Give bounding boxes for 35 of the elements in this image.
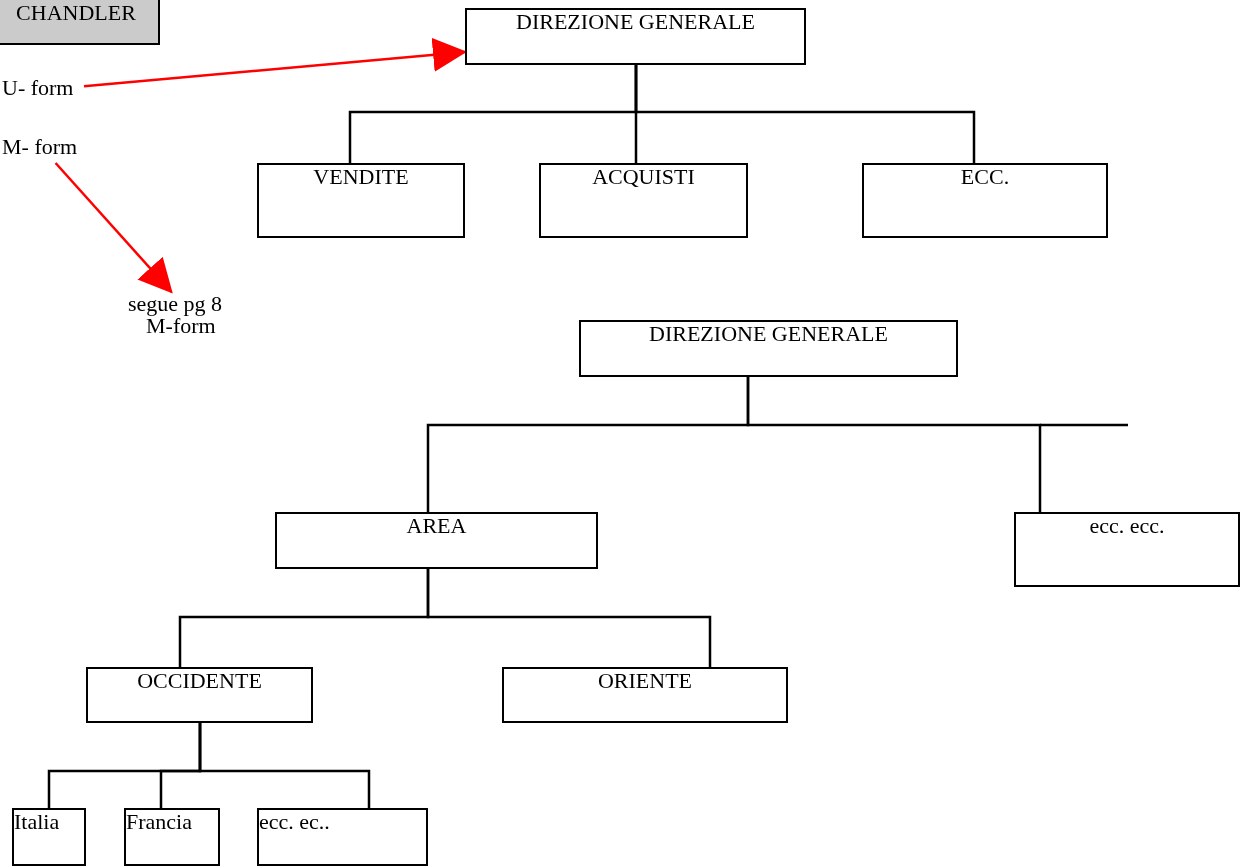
box-label: DIREZIONE GENERALE: [648, 322, 889, 346]
connector-line: [198, 723, 371, 808]
text-label: U- form: [2, 76, 75, 100]
connector-line: [426, 569, 712, 667]
box-label: ecc. ecc.: [1088, 514, 1166, 538]
arrow: [54, 162, 173, 294]
org-box: [0, 0, 160, 45]
box-label: CHANDLER: [15, 1, 137, 25]
org-box: [539, 163, 748, 238]
org-box: [86, 667, 313, 723]
org-box: [579, 320, 958, 377]
box-label: ORIENTE: [596, 669, 694, 693]
text-label: segue pg 8: [128, 292, 224, 316]
org-box: [124, 808, 220, 866]
box-label: ECC.: [959, 165, 1011, 189]
box-label: OCCIDENTE: [136, 669, 263, 693]
box-label: Italia: [14, 810, 61, 834]
box-label: DIREZIONE GENERALE: [515, 10, 756, 34]
connector-line: [634, 65, 976, 163]
org-box: [257, 808, 428, 866]
org-box: [275, 512, 598, 569]
box-label: ecc. ec..: [259, 810, 331, 834]
arrow: [83, 37, 467, 88]
org-box: [1014, 512, 1240, 587]
org-box: [257, 163, 465, 238]
text-label: M- form: [2, 135, 79, 159]
box-label: ACQUISTI: [591, 165, 696, 189]
org-box: [465, 8, 806, 65]
org-box: [502, 667, 788, 723]
box-label: VENDITE: [312, 165, 410, 189]
box-label: AREA: [405, 514, 468, 538]
org-box: [862, 163, 1108, 238]
connector-line: [746, 377, 1042, 512]
box-label: Francia: [126, 810, 193, 834]
org-box: [12, 808, 86, 866]
